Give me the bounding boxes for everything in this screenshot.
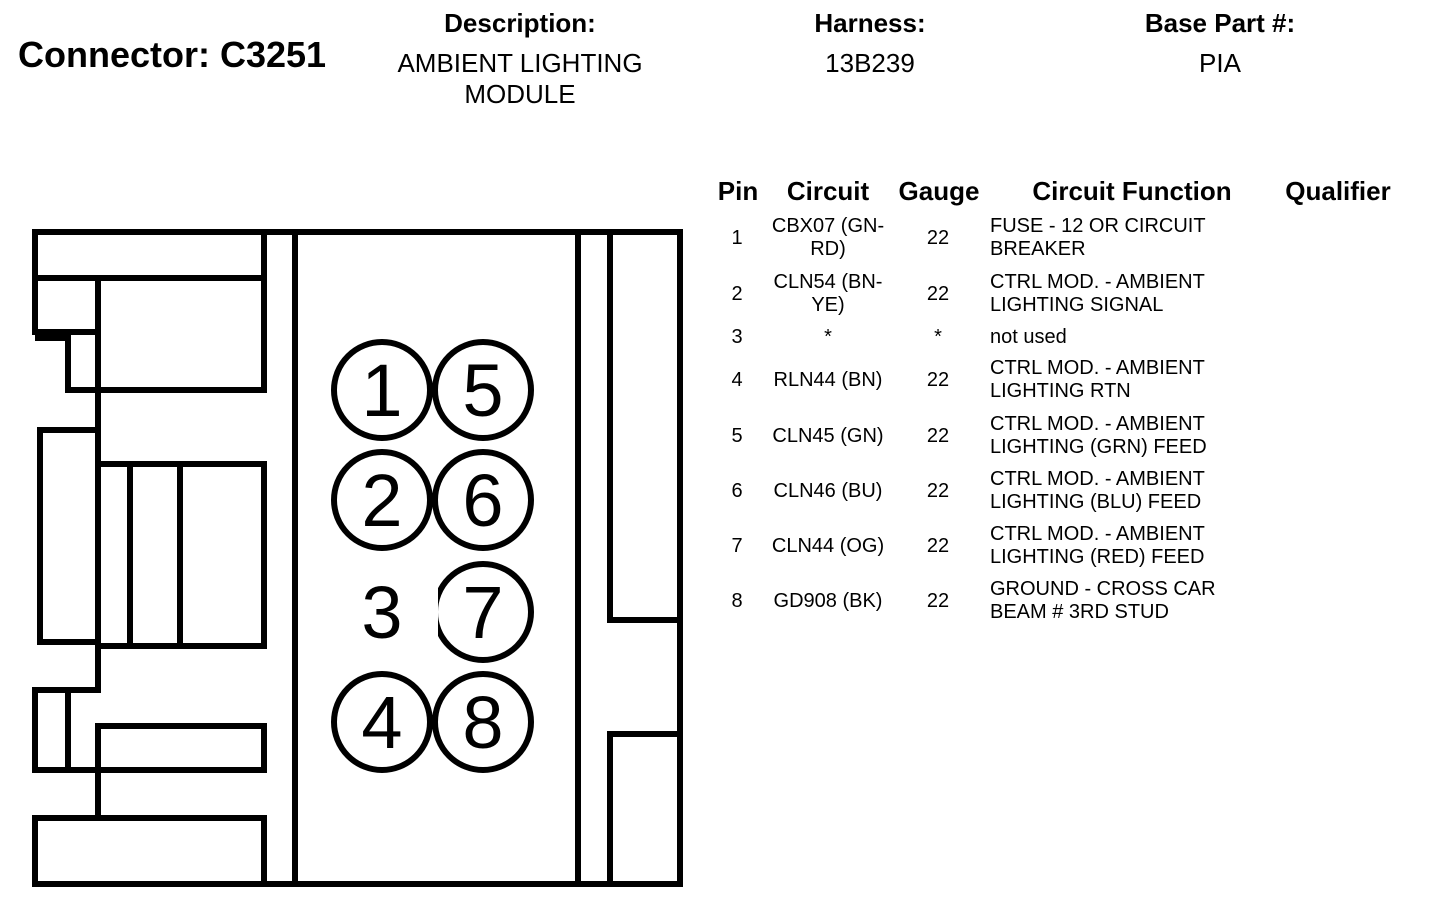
pin-label-6: 6 — [462, 459, 503, 542]
pin-cavity-8 — [432, 671, 534, 773]
table-cell-circuit: CLN46 (BU) — [773, 479, 883, 502]
table-cell-function: FUSE - 12 OR CIRCUIT BREAKER — [990, 215, 1206, 260]
pin-label-8: 8 — [462, 681, 503, 764]
table-cell-gauge: 22 — [926, 368, 950, 391]
pin-label-2: 2 — [361, 459, 402, 542]
table-cell-gauge: 22 — [926, 424, 950, 447]
table-cell-function: CTRL MOD. - AMBIENT LIGHTING (BLU) FEED — [990, 468, 1205, 513]
pin-cavity-4 — [331, 671, 433, 773]
table-cell-function: GROUND - CROSS CAR BEAM # 3RD STUD — [990, 578, 1216, 623]
table-cell-gauge: * — [934, 326, 942, 348]
table-cell-pin: 5 — [731, 424, 743, 447]
latch-bottom — [95, 723, 267, 884]
pin-label-1: 1 — [361, 349, 402, 432]
right-latch — [607, 232, 680, 623]
harness-value: 13B239 — [825, 48, 915, 78]
table-cell-pin: 8 — [731, 589, 743, 612]
pin-cavity-5 — [432, 339, 534, 441]
table-cell-gauge: 22 — [926, 282, 950, 305]
column-header-gauge: Gauge — [898, 176, 980, 206]
table-cell-pin: 4 — [731, 368, 743, 391]
table-cell-circuit: * — [824, 326, 832, 348]
column-header-pin: Pin — [717, 176, 759, 206]
pin-label-5: 5 — [462, 349, 503, 432]
table-cell-gauge: 22 — [926, 479, 950, 502]
connector-title: Connector: C3251 — [18, 34, 327, 75]
lock-tab — [95, 461, 267, 649]
table-cell-gauge: 22 — [926, 226, 950, 249]
table-cell-function: CTRL MOD. - AMBIENT LIGHTING (RED) FEED — [990, 523, 1205, 568]
column-header-circuit-function: Circuit Function — [1032, 176, 1232, 206]
table-cell-pin: 2 — [731, 282, 743, 305]
pin-cavity-1 — [331, 339, 433, 441]
base-part-value: PIA — [1199, 48, 1241, 78]
pin-label-3: 3 — [361, 571, 402, 654]
table-cell-pin: 1 — [731, 226, 743, 249]
description-value: AMBIENT LIGHTING MODULE — [397, 48, 643, 109]
table-cell-function: CTRL MOD. - AMBIENT LIGHTING (GRN) FEED — [990, 413, 1207, 458]
pin-cavity-6 — [432, 449, 534, 551]
base-part-label: Base Part #: — [1144, 8, 1296, 38]
table-cell-function: CTRL MOD. - AMBIENT LIGHTING SIGNAL — [990, 271, 1205, 316]
connector-face-diagram: 1 2 3 4 5 6 7 8 — [32, 229, 683, 887]
table-cell-function: not used — [990, 326, 1067, 348]
table-cell-circuit: CLN44 (OG) — [771, 534, 885, 557]
table-cell-pin: 7 — [731, 534, 743, 557]
table-cell-circuit: CLN54 (BN-YE) — [773, 271, 883, 316]
pin-label-4: 4 — [361, 681, 402, 764]
table-cell-function: CTRL MOD. - AMBIENT LIGHTING RTN — [990, 357, 1205, 402]
harness-label: Harness: — [814, 8, 926, 38]
table-cell-pin: 3 — [731, 326, 743, 348]
table-cell-circuit: GD908 (BK) — [773, 589, 883, 612]
base-part-block: Base Part #: PIA — [1120, 8, 1320, 79]
table-cell-gauge: 22 — [926, 534, 950, 557]
table-cell-circuit: RLN44 (BN) — [773, 368, 883, 391]
column-header-qualifier: Qualifier — [1285, 176, 1391, 206]
pin-label-7: 7 — [462, 571, 503, 654]
description-block: Description: AMBIENT LIGHTING MODULE — [370, 8, 670, 110]
table-cell-circuit: CBX07 (GN-RD) — [771, 215, 885, 260]
column-header-circuit: Circuit — [786, 176, 870, 206]
table-cell-circuit: CLN45 (GN) — [772, 424, 884, 447]
description-label: Description: — [444, 8, 596, 38]
harness-block: Harness: 13B239 — [770, 8, 970, 79]
table-cell-gauge: 22 — [926, 589, 950, 612]
pin-cavity-2 — [331, 449, 433, 551]
table-cell-pin: 6 — [731, 479, 743, 502]
pin-cavity-3-blank — [338, 556, 438, 670]
